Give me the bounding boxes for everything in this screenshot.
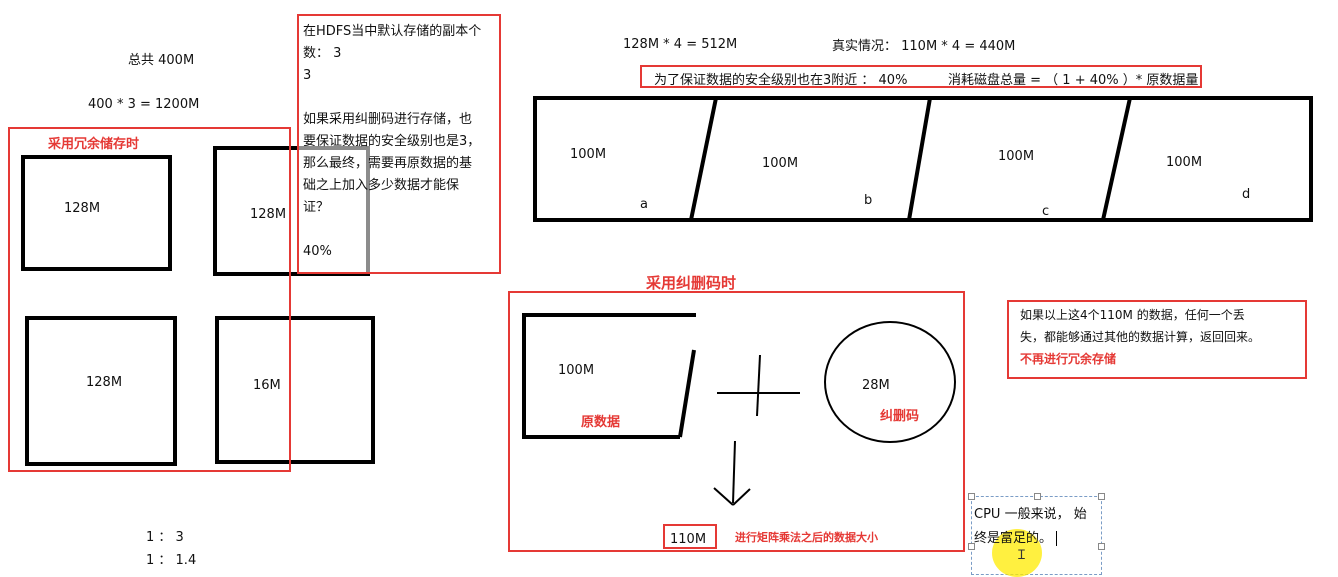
ratio-1-to-3: 1 ： 3: [146, 530, 184, 545]
redundant-storage-frame: [8, 127, 291, 472]
strip-divider: [1101, 97, 1132, 221]
note-line: 如果采用纠删码进行存储，也: [303, 112, 473, 127]
arrow-head-right: [732, 488, 751, 506]
note-line: 础之上加入多少数据才能保: [303, 178, 460, 193]
erasure-code-circle: [824, 321, 956, 443]
ratio-1-to-1-4: 1 ： 1.4: [146, 553, 197, 568]
segment-size: 100M: [570, 147, 607, 162]
recovery-note-frame: [1007, 300, 1307, 379]
result-size: 110M: [670, 532, 707, 547]
replica-note-frame: [297, 14, 501, 274]
segment-letter: b: [864, 193, 873, 208]
cursor-highlight: [992, 529, 1042, 577]
resize-handle[interactable]: [968, 493, 975, 500]
block-128m-1: [21, 155, 172, 271]
resize-handle[interactable]: [1098, 493, 1105, 500]
replica-calc: 400 * 3 = 1200M: [88, 97, 200, 112]
arrow-shaft: [732, 440, 736, 504]
resize-handle[interactable]: [1098, 543, 1105, 550]
plus-vertical: [756, 354, 761, 417]
strip-divider: [689, 97, 718, 221]
block-16m: [215, 316, 375, 464]
original-data-label: 原数据: [581, 415, 621, 430]
segment-size: 100M: [1166, 155, 1203, 170]
note-line: 要保证数据的安全级别也是3，: [303, 134, 481, 149]
result-size-frame: [663, 524, 717, 549]
block-size-label: 128M: [64, 201, 101, 216]
note-line: 那么最终，需要再原数据的基: [303, 156, 473, 171]
text-caret: [1056, 531, 1058, 546]
recovery-note-line: 如果以上这4个110M 的数据，任何一个丢: [1020, 308, 1245, 322]
result-size-label: 进行矩阵乘法之后的数据大小: [735, 531, 878, 544]
original-data-block-outline: [522, 313, 696, 439]
cpu-note-line-text: 终是富足的。: [974, 531, 1053, 546]
segment-letter: a: [640, 197, 648, 212]
cpu-note-line: 终是富足的。: [974, 527, 1087, 551]
erasure-code-label: 纠删码: [880, 409, 920, 424]
strip-divider: [907, 97, 932, 221]
i-beam-cursor-icon: Ｉ: [1015, 548, 1029, 563]
block-size-label: 16M: [253, 378, 281, 393]
block-size-label: 128M: [86, 375, 123, 390]
resize-handle[interactable]: [1034, 493, 1041, 500]
security-note-frame: [640, 65, 1202, 88]
arrow-head-left: [713, 487, 734, 506]
replica-note-text: 在HDFS当中默认存储的副本个 数： 3 3 如果采用纠删码进行存储，也 要保证…: [303, 21, 499, 263]
recovery-note-text: 如果以上这4个110M 的数据，任何一个丢 失，都能够通过其他的数据计算，返回回…: [1020, 304, 1260, 370]
note-line: 数： 3: [303, 46, 342, 61]
note-line: 40%: [303, 244, 332, 259]
redundant-storage-label: 采用冗余储存时: [48, 137, 140, 152]
segment-size: 100M: [998, 149, 1035, 164]
security-note: 为了保证数据的安全级别也在3附近 ： 40%: [654, 73, 908, 88]
erasure-coding-title: 采用纠删码时: [646, 274, 737, 292]
formula-512m: 128M * 4 = 512M: [623, 37, 738, 52]
cpu-note-text: CPU 一般来说， 始 终是富足的。: [974, 503, 1087, 551]
original-data-slant: [678, 349, 696, 438]
disk-usage-note: 消耗磁盘总量 = （ 1 + 40% ）* 原数据量: [948, 73, 1199, 88]
segment-letter: c: [1042, 204, 1050, 219]
original-data-size: 100M: [558, 363, 595, 378]
block-128m-3: [25, 316, 177, 466]
note-line: 证？: [303, 200, 330, 215]
erasure-coding-frame: [508, 291, 965, 552]
total-label: 总共 400M: [128, 53, 195, 68]
cpu-note-line: CPU 一般来说， 始: [974, 507, 1087, 522]
data-stripe-strip: [533, 96, 1313, 222]
note-line: 3: [303, 68, 312, 83]
resize-handle[interactable]: [968, 543, 975, 550]
block-size-label: 128M: [250, 207, 287, 222]
no-redundancy-note: 不再进行冗余存储: [1020, 352, 1117, 366]
segment-size: 100M: [762, 156, 799, 171]
erasure-code-size: 28M: [862, 378, 890, 393]
formula-440m: 真实情况： 110M * 4 = 440M: [832, 39, 1016, 54]
note-line: 在HDFS当中默认存储的副本个: [303, 24, 482, 39]
recovery-note-line: 失，都能够通过其他的数据计算，返回回来。: [1020, 330, 1261, 344]
segment-letter: d: [1242, 187, 1251, 202]
